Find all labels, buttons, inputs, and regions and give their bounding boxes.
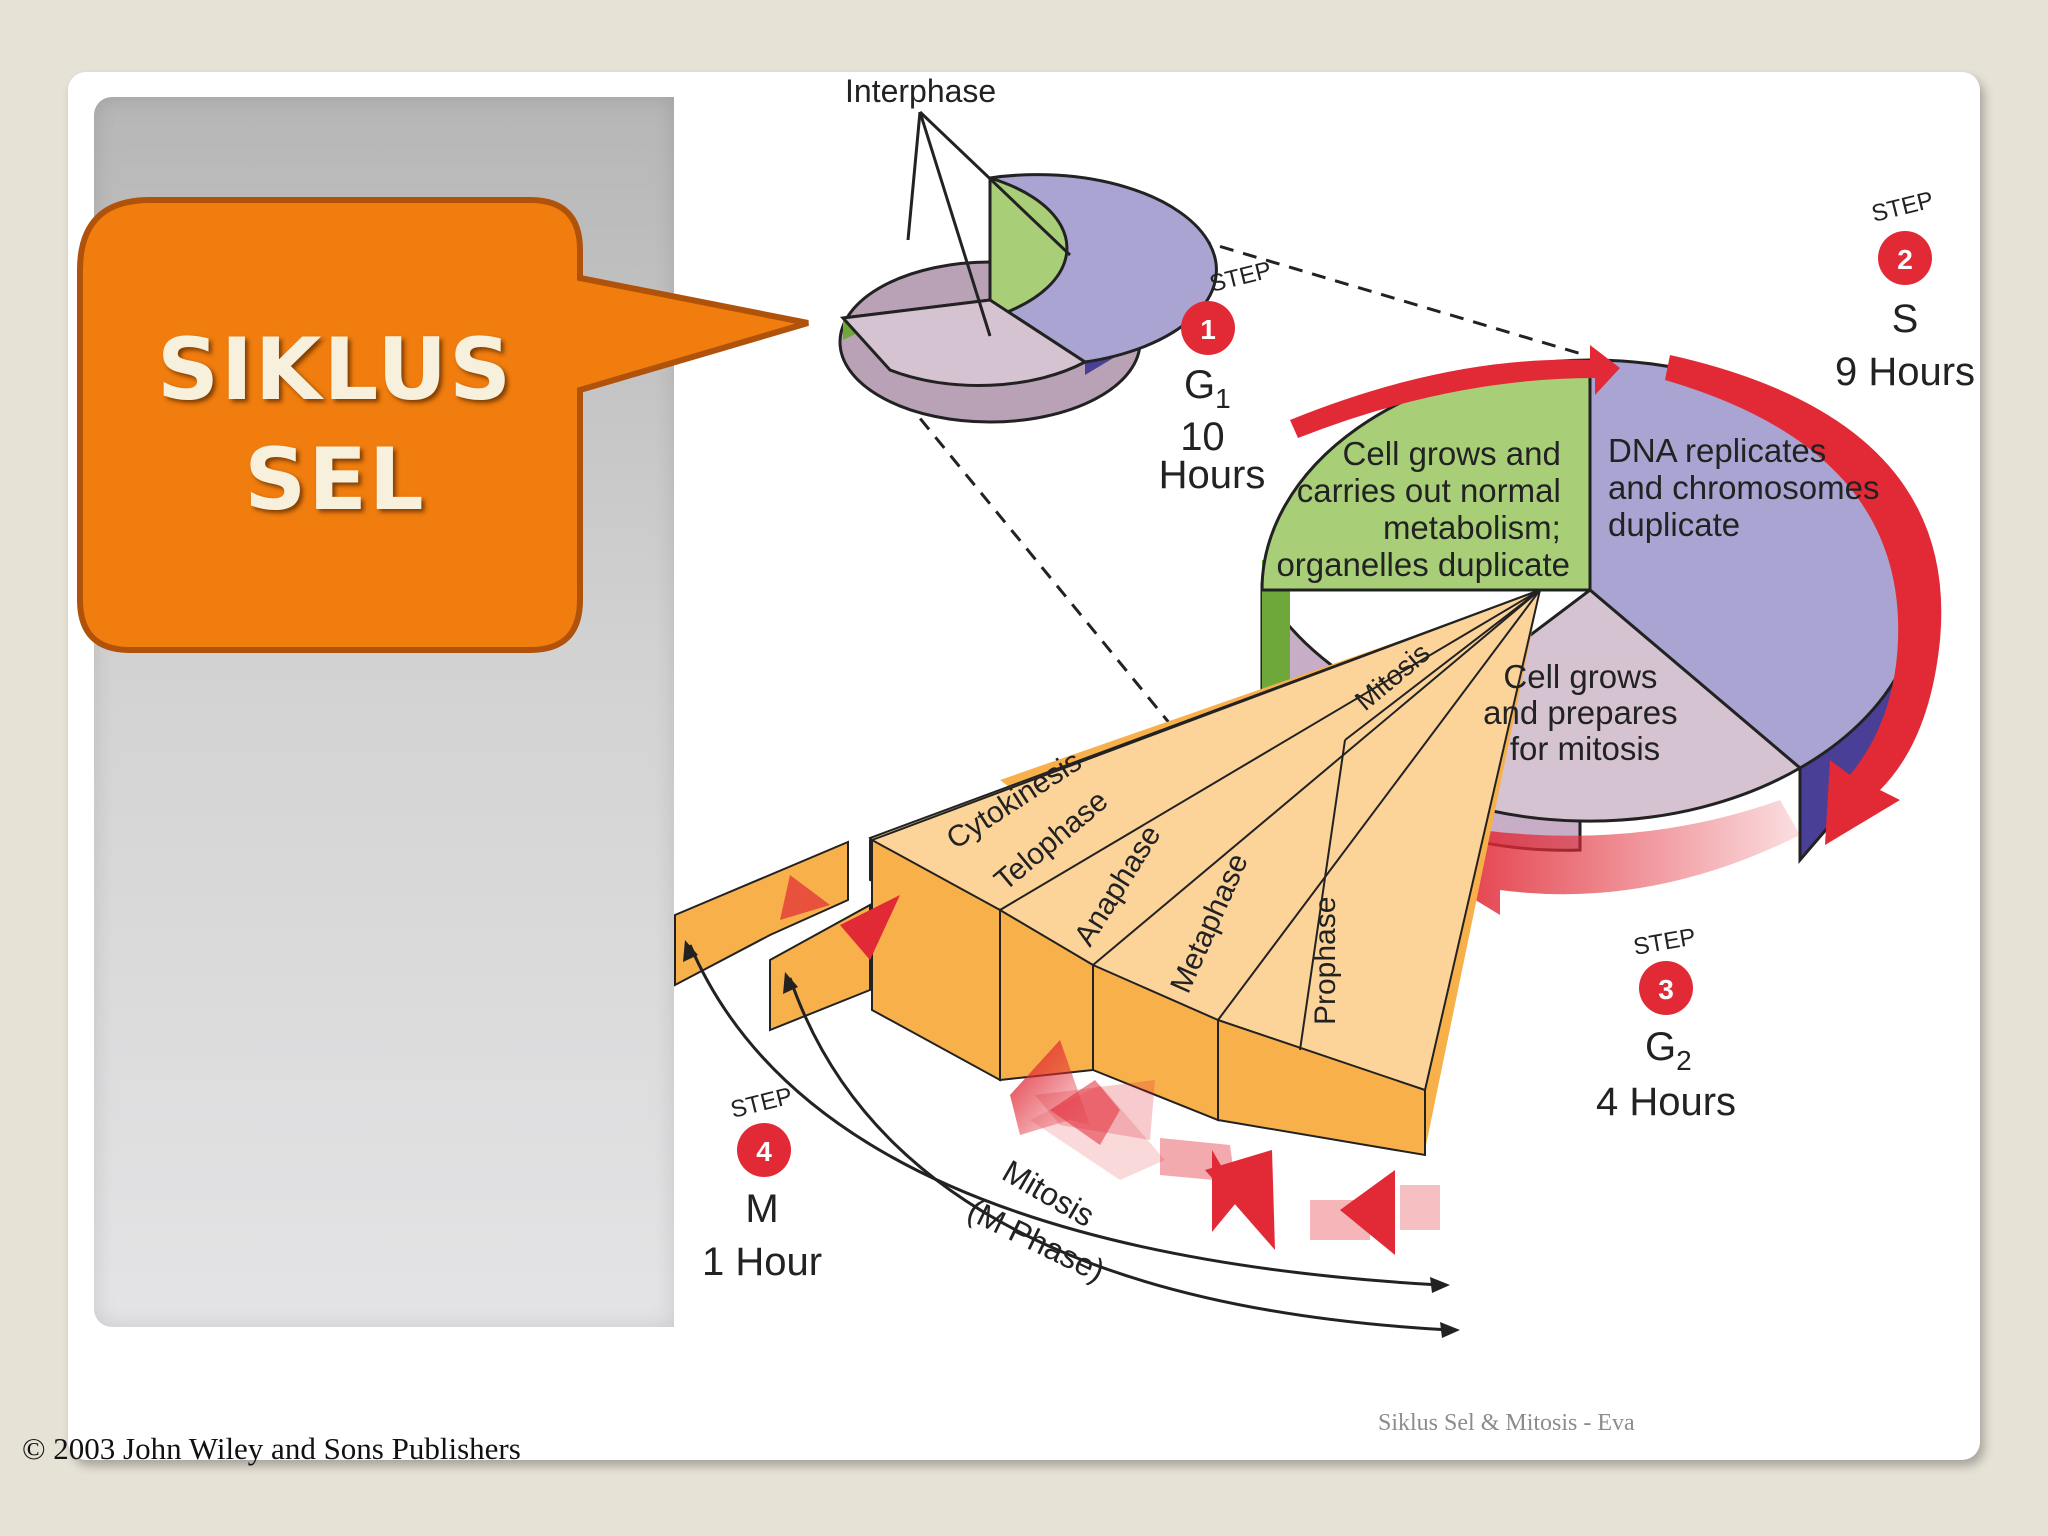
arrow-s-to-g2 bbox=[1665, 355, 1942, 845]
step-2-phase: S bbox=[1892, 297, 1919, 341]
callout-title-line1: SIKLUS bbox=[156, 320, 514, 420]
s-description: DNA replicates and chromosomes duplicate bbox=[1608, 432, 1889, 543]
svg-text:STEP: STEP bbox=[728, 1082, 795, 1123]
callout-title: SIKLUS SEL bbox=[100, 315, 570, 535]
svg-text:1: 1 bbox=[1200, 314, 1216, 345]
connector-dashed-bottom bbox=[903, 399, 1177, 731]
mphase-arc-inner bbox=[788, 977, 1451, 1332]
arrow-g2-to-m bbox=[1410, 800, 1800, 915]
phase-label-prophase: Prophase bbox=[1309, 897, 1342, 1025]
callout-bubble bbox=[77, 197, 809, 653]
svg-text:2: 2 bbox=[1897, 244, 1913, 275]
slide-footer: Siklus Sel & Mitosis - Eva bbox=[1378, 1410, 1635, 1436]
step-4-duration: 1 Hour bbox=[702, 1240, 822, 1284]
copyright-notice: © 2003 John Wiley and Sons Publishers bbox=[22, 1431, 521, 1466]
arrow-g1-to-s bbox=[1290, 345, 1620, 438]
step-2-duration: 9 Hours bbox=[1835, 350, 1975, 394]
arrowhead bbox=[1430, 1277, 1450, 1293]
svg-text:STEP: STEP bbox=[1869, 186, 1936, 227]
step-3-phase: G2 bbox=[1645, 1025, 1692, 1076]
arrowhead bbox=[1440, 1322, 1460, 1338]
step-1-duration: 10 Hours bbox=[1159, 415, 1266, 497]
step-3-duration: 4 Hours bbox=[1596, 1080, 1736, 1124]
svg-text:STEP: STEP bbox=[1631, 923, 1697, 960]
svg-text:4: 4 bbox=[756, 1136, 772, 1167]
callout-title-line2: SEL bbox=[244, 430, 426, 530]
mphase-arc-outer bbox=[688, 944, 1441, 1287]
arrowhead bbox=[683, 940, 698, 962]
step-4-phase: M bbox=[745, 1187, 778, 1231]
step-3-badge: STEP 3 bbox=[1631, 923, 1698, 1015]
g1-description: Cell grows and carries out normal metabo… bbox=[1276, 435, 1570, 583]
small-interphase-pie bbox=[838, 110, 1218, 424]
step-4-badge: STEP 4 bbox=[728, 1082, 795, 1177]
g2-description: Cell grows and prepares for mitosis bbox=[1483, 658, 1687, 767]
step-2-badge: STEP 2 bbox=[1869, 186, 1936, 285]
mitosis-fan bbox=[674, 588, 1542, 1157]
arrowhead bbox=[783, 972, 798, 994]
step-1-phase: G1 bbox=[1184, 363, 1231, 414]
mitosis-progress-arrows bbox=[780, 875, 1440, 1255]
svg-text:3: 3 bbox=[1658, 974, 1674, 1005]
interphase-label: Interphase bbox=[845, 73, 996, 109]
